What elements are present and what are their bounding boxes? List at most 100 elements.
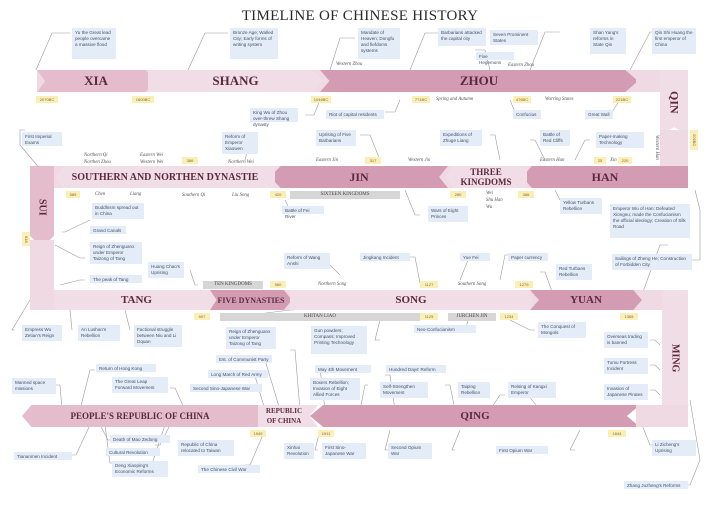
event-deng[interactable]: Deng Xiaoping's Economic Reforms (112, 461, 168, 477)
event-zhenguan[interactable]: Reign of Zhenguanx under Emperor Taizong… (90, 242, 142, 264)
event-jingkang[interactable]: Jingkang Incident (360, 253, 410, 261)
event-seven-states[interactable]: Seven Prominent States (490, 30, 538, 45)
event-li-zicheng[interactable]: Li Zicheng's Uprising (652, 440, 696, 456)
event-communist-party[interactable]: Est. of Communist Party (216, 355, 272, 363)
event-tiananmen[interactable]: Tiananmen Incident (14, 452, 72, 460)
event-gunpowder[interactable]: Gun powders; Compass; Improved Printing … (311, 326, 367, 354)
date-1600bc: 1600BC (132, 96, 154, 103)
date-1127: 1127 (420, 281, 438, 288)
event-great-flood[interactable]: Yu the Great lead people overcame a mass… (72, 28, 116, 59)
date-25: 25 (594, 157, 606, 164)
event-five-hegemons[interactable]: Five Hegemons (476, 52, 514, 65)
jurchen-jin-bar: JURCHEN JIN (448, 313, 496, 321)
sublabel-western-wei: Western Wei (140, 160, 164, 165)
ten-kingdoms-bar: TEN KINGDOMS (203, 281, 263, 289)
event-wang-anshi[interactable]: Reform of Wang Anshi (284, 253, 330, 269)
dynasty-han[interactable]: HAN (522, 166, 688, 188)
event-zhenguan-2[interactable]: Reign of Zhenguanx under Emperor Taizong… (226, 327, 276, 349)
sublabel-western-zhou: Western Zhou (336, 62, 363, 67)
event-paper-currency[interactable]: Paper currency (508, 253, 548, 261)
dynasty-southern-northern[interactable]: SOUTHERN AND NORTHEN DYNASTIE (55, 166, 275, 188)
event-mao-death[interactable]: Death of Mao Zedong (110, 435, 170, 443)
dynasty-zhou[interactable]: ZHOU (320, 70, 638, 92)
event-manned-space[interactable]: Manned space missions (12, 378, 56, 394)
event-king-wu[interactable]: King Wu of Zhou over-threw Shang dynasty (250, 108, 298, 127)
event-long-march[interactable]: Long March of Red Army (208, 370, 268, 378)
date-386b: 386 (518, 191, 534, 198)
event-first-sino-jp[interactable]: First Sino-Japanese War (322, 443, 366, 459)
event-great-wall[interactable]: Great Wall (585, 110, 613, 119)
event-wu-zetian[interactable]: Empress Wu Zetian's Reign (22, 325, 62, 341)
event-bronze-age[interactable]: Bronze Age; Walled City; Early forms of … (230, 28, 278, 59)
event-cultural-rev[interactable]: Cultural Revolution (106, 448, 160, 456)
date-386: 386 (182, 157, 198, 164)
event-grand-canals[interactable]: Grand Canals (90, 226, 126, 234)
event-great-leap[interactable]: The Great Leap Forward Movement (112, 377, 168, 393)
event-second-opium[interactable]: Second Opium War (388, 443, 432, 459)
event-red-cliffs[interactable]: Battle of Red Cliffs (540, 130, 570, 146)
event-overseas[interactable]: Overseas trading is banned (604, 332, 648, 348)
event-riot[interactable]: Riot of capital residents (326, 110, 384, 119)
event-taiping[interactable]: Taiping Rebellion (458, 382, 490, 398)
event-self-strengthen[interactable]: Self-Strengthen Movement (380, 382, 428, 398)
sublabel-chen: Chen (95, 192, 106, 197)
sublabel-northern-zhou: Northen Zhou (84, 160, 111, 165)
event-niu-li[interactable]: Factional struggle between Niu and Li Dq… (134, 325, 182, 347)
date-1949: 1949 (250, 430, 266, 437)
event-huang-chao[interactable]: Huang Chao's Uprising (148, 262, 184, 278)
sublabel-eastern-wei: Eastern Wei (140, 153, 164, 158)
dynasty-five-dynasties[interactable]: FIVE DYNASTIES (210, 290, 292, 310)
event-emperor-wu-han[interactable]: Emperor Wu of Han: Defeated Xiongnu; mad… (610, 204, 690, 238)
event-tumu[interactable]: Tumu Fortress Incident (604, 358, 648, 374)
event-roc-taiwan[interactable]: Republic of China relocated to Taiwan (178, 440, 234, 456)
event-japanese-pirates[interactable]: Invasion of Japanese Pirates (604, 384, 648, 400)
sublabel-southern-song: Southern Song (458, 282, 487, 287)
event-first-imperial[interactable]: First Imperial Exams (22, 132, 62, 146)
event-first-opium[interactable]: First Opium War (496, 446, 548, 454)
event-zhang-juzheng[interactable]: Zhang Juzheng's Reforms (624, 481, 688, 489)
dynasty-shang[interactable]: SHANG (148, 70, 323, 92)
dynasty-prc[interactable]: PEOPLE'S REPUBLIC OF CHINA (22, 405, 258, 427)
dynasty-three-kingdoms[interactable]: THREE KINGDOMS (445, 166, 527, 188)
event-buddhism[interactable]: Buddhism spread out in China (92, 203, 144, 219)
event-shang-yang[interactable]: Shan Yang's reforms in State Qin (590, 28, 626, 54)
event-second-sino-jp[interactable]: Second Sino-Japanese War (190, 384, 262, 392)
dynasty-tang[interactable]: TANG (54, 290, 219, 310)
event-qin-shi-huang[interactable]: Qin Shi Huang the first emperor of China (652, 28, 696, 54)
event-kangxi[interactable]: Reising of Kangxi Emperor (508, 382, 556, 398)
dynasty-yuan[interactable]: YUAN (530, 290, 642, 310)
event-mandate[interactable]: Mandate of Heaven; Dongfu and fiefdoms s… (358, 28, 400, 59)
event-yue-fei[interactable]: Yue Fei (460, 253, 490, 261)
event-yellow-turbans[interactable]: Yellow Turbans Rebellion (560, 198, 602, 214)
event-five-barbarians[interactable]: Uprising of Five Barbarians (316, 130, 356, 146)
dynasty-sui[interactable]: SUI (30, 166, 54, 248)
event-neo-confucianism[interactable]: Neo-Confucianism (414, 325, 476, 333)
event-red-turbans[interactable]: Red Turbans Rebellion (556, 264, 592, 280)
event-mongols[interactable]: The Conquest of Mongols (538, 322, 586, 338)
event-confucius[interactable]: Confucius (513, 110, 541, 119)
event-xinhai[interactable]: Xinhai Revolution (284, 443, 314, 459)
dynasty-qing[interactable]: QING (310, 405, 640, 427)
event-an-lushan[interactable]: An Lushan's Rebellion (78, 325, 120, 341)
dynasty-xia[interactable]: XIA (37, 70, 155, 92)
event-hong-kong[interactable]: Return of Hong Kong (96, 364, 156, 372)
event-zhuge-liang[interactable]: Expeditions of Zhuge Liang (440, 130, 482, 146)
event-hundred-days[interactable]: Hundred Days' Reform (386, 365, 446, 373)
event-reform-xiaowen[interactable]: Reform of Emperor Xiaowen (222, 132, 258, 154)
event-civil-war[interactable]: The Chinese Civil War (198, 465, 260, 473)
dynasty-qin[interactable]: QIN (660, 70, 688, 135)
event-papermaking[interactable]: Paper-making Technology (596, 132, 644, 148)
dynasty-ming[interactable]: MING (662, 290, 688, 426)
dynasty-jin[interactable]: JIN (270, 166, 448, 188)
event-zheng-he[interactable]: Sailings of Zheng He; Construction of Fo… (612, 254, 692, 270)
event-peak-tang[interactable]: The peak of Tang (90, 275, 142, 283)
event-barbarians[interactable]: Barbarians attacked the capital city (438, 28, 486, 46)
date-589: 589 (66, 191, 80, 198)
dynasty-roc[interactable]: REPUBLIC OF CHINA (250, 405, 318, 427)
dynasty-song[interactable]: SONG (290, 290, 532, 310)
event-fei-river[interactable]: Battle of Fei River (282, 206, 324, 219)
event-may-4th[interactable]: May 4th Movement (315, 365, 371, 373)
sublabel-shu-han: Shu Han (486, 198, 503, 203)
event-eight-princes[interactable]: Wars of Eight Princes (428, 206, 468, 222)
event-boxers[interactable]: Boxers Rebellion; Invasion of Eight Alli… (310, 378, 360, 400)
